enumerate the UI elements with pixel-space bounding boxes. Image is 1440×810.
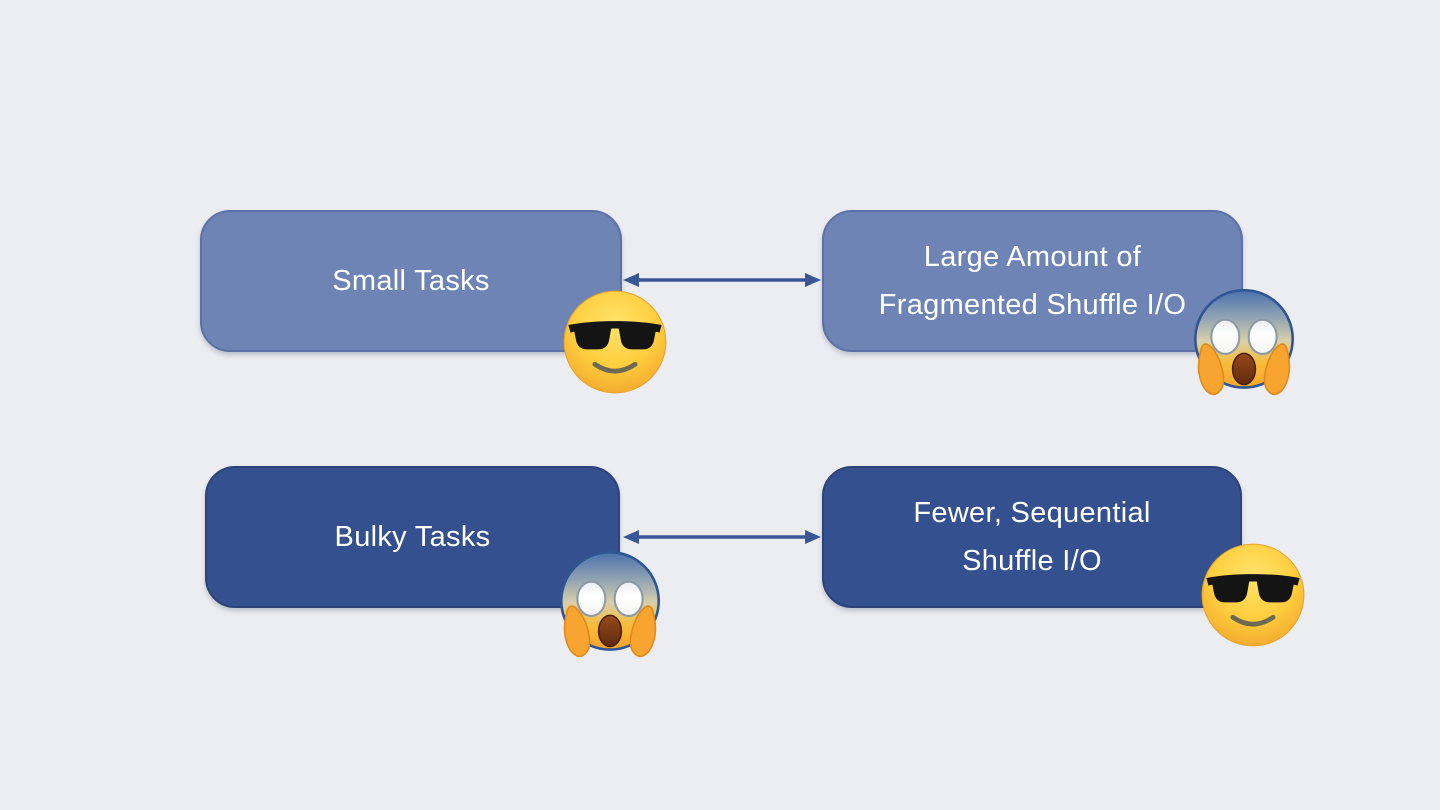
node-fragmented-shuffle-io-label: Large Amount of Fragmented Shuffle I/O [878, 241, 1187, 321]
double-headed-arrow-icon [623, 530, 821, 544]
node-bulky-tasks: Bulky Tasks [205, 466, 620, 608]
node-fragmented-shuffle-io: Large Amount of Fragmented Shuffle I/O [822, 210, 1243, 352]
smiling-face-with-sunglasses-icon [562, 289, 668, 395]
double-headed-arrow-icon [623, 273, 821, 287]
face-screaming-in-fear-icon [558, 547, 662, 661]
node-small-tasks-label: Small Tasks [332, 265, 490, 297]
node-small-tasks: Small Tasks [200, 210, 622, 352]
node-bulky-tasks-label: Bulky Tasks [334, 521, 491, 553]
face-screaming-in-fear-icon [1192, 285, 1296, 399]
node-sequential-shuffle-io: Fewer, Sequential Shuffle I/O [822, 466, 1242, 608]
node-sequential-shuffle-io-label: Fewer, Sequential Shuffle I/O [913, 497, 1151, 577]
smiling-face-with-sunglasses-icon [1200, 542, 1306, 648]
